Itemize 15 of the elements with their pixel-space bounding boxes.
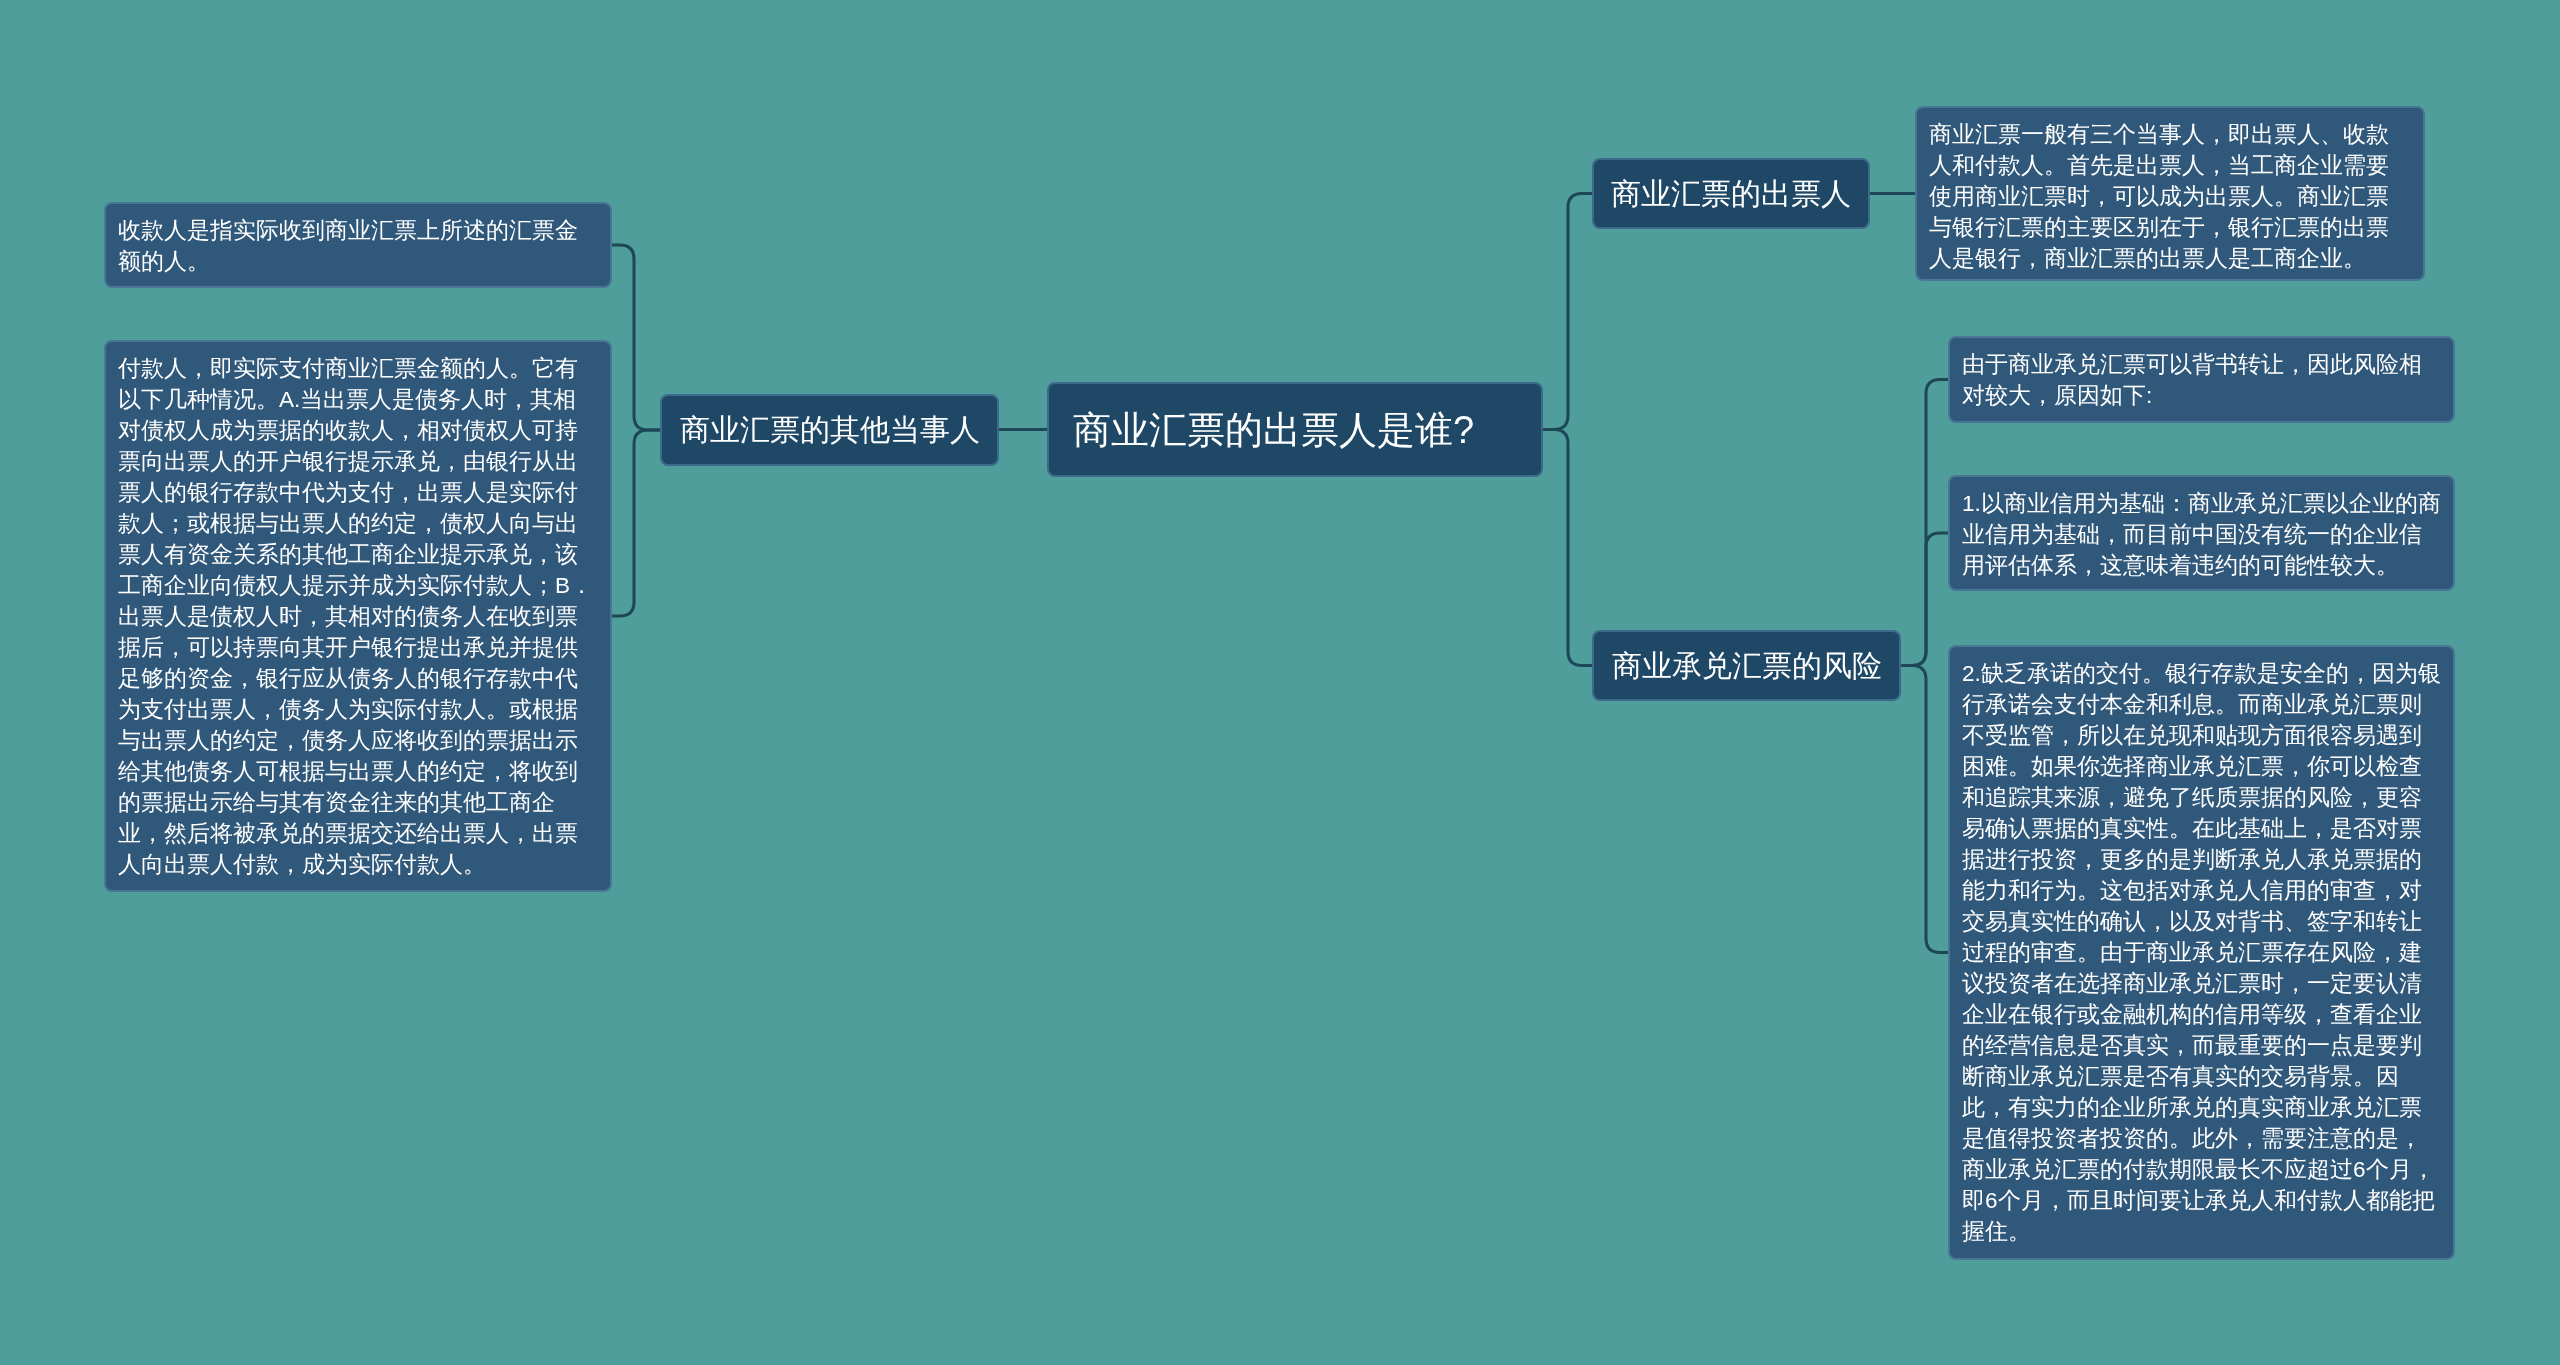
note-card: 收款人是指实际收到商业汇票上所述的汇票金额的人。 — [104, 202, 612, 288]
connector-line — [999, 428, 1047, 431]
branch-topic: 商业汇票的出票人 — [1592, 158, 1870, 229]
note-card: 由于商业承兑汇票可以背书转让，因此风险相对较大，原因如下: — [1948, 336, 2455, 423]
connector-line — [1870, 192, 1915, 195]
note-card: 2.缺乏承诺的交付。银行存款是安全的，因为银行承诺会支付本金和利息。而商业承兑汇票则不受监管，所以在兑现和贴现方面很容易遇到困难。如果你选择商业承兑汇票，你可以检查和追踪其来源，避免了纸质票据的风险，更容易确认票据的真实性。在此基础上，是否对票据进行投资，更多的是判断承兑人承兑票据的能力和行为。这包括对承兑人信用的审查，对交易真实性的确认，以及对背书、签字和转让过程的审查。由于商业承兑汇票存在风险，建议投资者在选择商业承兑汇票时，一定要认清企业在银行或金融机构的信用等级，查看企业的经营信息是否真实，而最重要的一点是要判断商业承兑汇票是否有真实的交易背景。因此，有实力的企业所承兑的真实商业承兑汇票是值得投资者投资的。此外，需要注意的是，商业承兑汇票的付款期限最长不应超过6个月，即6个月，而且时间要让承兑人和付款人都能把握住。 — [1948, 645, 2455, 1260]
connector-line — [612, 428, 660, 618]
connector-line — [1543, 428, 1592, 667]
note-card: 1.以商业信用为基础：商业承兑汇票以企业的商业信用为基础，而目前中国没有统一的企业信用评估体系，这意味着违约的可能性较大。 — [1948, 475, 2455, 591]
note-card: 付款人，即实际支付商业汇票金额的人。它有以下几种情况。A.当出票人是债务人时，其相对债权人成为票据的收款人，相对债权人可持票向出票人的开户银行提示承兑，由银行从出票人的银行存款中代为支付，出票人是实际付款人；或根据与出票人的约定，债权人向与出票人有资金关系的其他工商企业提示承兑，该工商企业向债权人提示并成为实际付款人；B．出票人是债权人时，其相对的债务人在收到票据后，可以持票向其开户银行提出承兑并提供足够的资金，银行应从债务人的银行存款中代为支付出票人，债务人为实际付款人。或根据与出票人的约定，债务人应将收到的票据出示给其他债务人可根据与出票人的约定，将收到的票据出示给与其有资金往来的其他工商企业，然后将被承兑的票据交还给出票人，出票人向出票人付款，成为实际付款人。 — [104, 340, 612, 892]
note-card: 商业汇票一般有三个当事人，即出票人、收款人和付款人。首先是出票人，当工商企业需要使用商业汇票时，可以成为出票人。商业汇票与银行汇票的主要区别在于，银行汇票的出票人是银行，商业汇票的出票人是工商企业。 — [1915, 106, 2425, 281]
branch-topic: 商业承兑汇票的风险 — [1592, 630, 1901, 701]
branch-topic: 商业汇票的其他当事人 — [660, 394, 999, 466]
connector-line — [1901, 664, 1948, 954]
central-topic: 商业汇票的出票人是谁? — [1047, 382, 1543, 477]
